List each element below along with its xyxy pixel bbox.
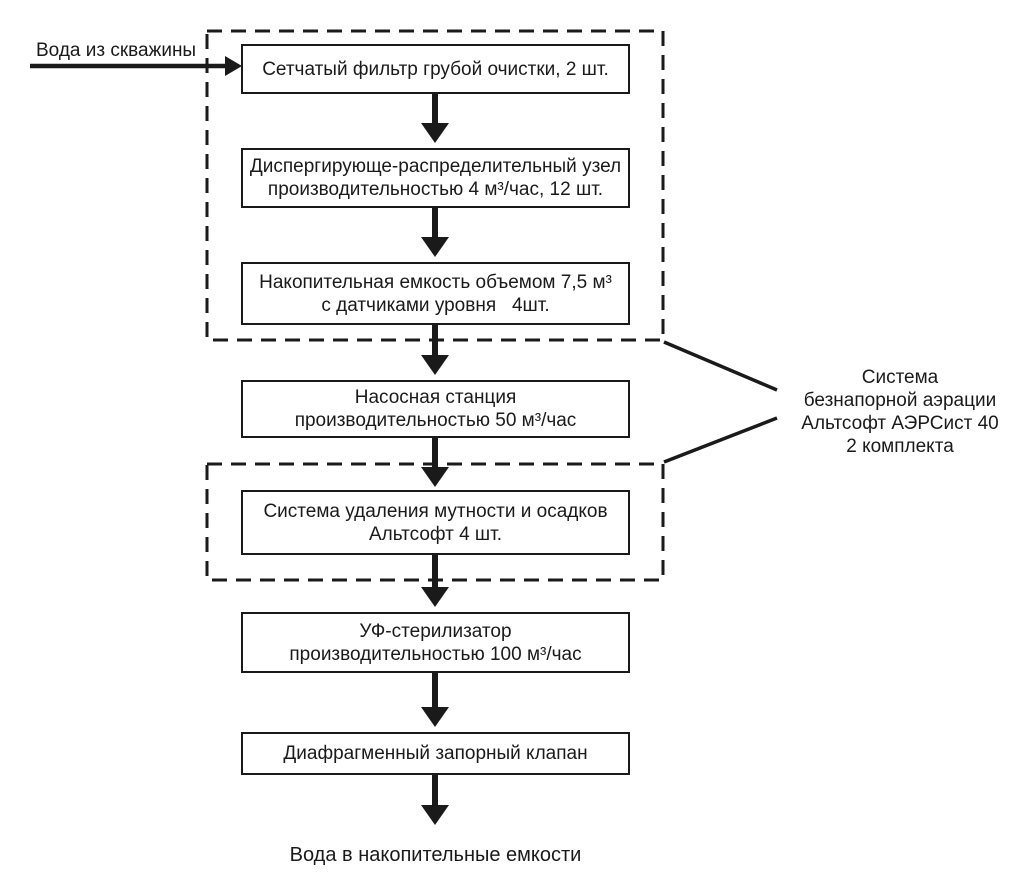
- arrow-head: [421, 467, 449, 487]
- process-box-uv-sterilizer: УФ-стерилизатор производительностью 100 …: [241, 612, 630, 673]
- box-text-line: Диафрагменный запорный клапан: [283, 743, 588, 764]
- flow-arrow-2: [421, 206, 449, 257]
- flow-arrow-6: [421, 671, 449, 727]
- side-label-line: безнапорной аэрации: [803, 390, 997, 411]
- aeration-system-label: Система безнапорной аэрации Альтсофт АЭР…: [780, 366, 1020, 458]
- box-text-line: Система удаления мутности и осадков: [263, 500, 608, 522]
- arrow-head: [421, 587, 449, 607]
- process-box-diaphragm-valve: Диафрагменный запорный клапан: [241, 732, 630, 775]
- box-text-line: УФ-стерилизатор: [359, 620, 512, 642]
- box-text-line: производительностью 4 м³/час, 12 шт.: [267, 179, 604, 200]
- output-water-label: Вода в накопительные емкости: [289, 844, 582, 866]
- side-label-line: Система: [861, 367, 939, 388]
- box-text-line: Накопительная емкость объемом 7,5 м³: [259, 271, 612, 293]
- box-text-line: с датчиками уровня 4шт.: [321, 294, 550, 316]
- side-label-connector-bottom: [663, 416, 778, 464]
- arrow-head: [421, 707, 449, 727]
- side-label-connector-top: [663, 340, 778, 392]
- arrow-head: [421, 237, 449, 257]
- input-flow-arrow: [30, 56, 242, 76]
- flow-arrow-4: [421, 436, 449, 487]
- arrow-head: [421, 123, 449, 143]
- side-label-line: 2 комплекта: [846, 436, 954, 457]
- input-water-label: Вода из скважины: [36, 40, 197, 61]
- box-text-line: Насосная станция: [354, 387, 517, 408]
- box-text-line: производительностью 100 м³/час: [289, 643, 582, 665]
- flow-arrow-1: [421, 92, 449, 143]
- box-text-line: Сетчатый фильтр грубой очистки, 2 шт.: [262, 58, 609, 80]
- process-box-storage-tank: Накопительная емкость объемом 7,5 м³ с д…: [241, 262, 630, 325]
- flow-arrow-5: [421, 553, 449, 607]
- arrow-head: [421, 805, 449, 825]
- flow-arrow-7: [421, 773, 449, 825]
- box-text-line: Альтсофт 4 шт.: [368, 523, 503, 545]
- arrow-head: [225, 56, 242, 76]
- process-box-dispersing-unit: Диспергирующе-распределительный узел про…: [241, 148, 630, 208]
- box-text-line: производительностью 50 м³/час: [294, 410, 577, 431]
- process-box-turbidity-removal: Система удаления мутности и осадков Альт…: [241, 490, 630, 555]
- box-text-line: Диспергирующе-распределительный узел: [249, 156, 622, 177]
- flow-arrow-3: [421, 323, 449, 375]
- side-label-line: Альтсофт АЭРСист 40: [801, 413, 999, 434]
- process-box-pump-station: Насосная станция производительностью 50 …: [241, 380, 630, 438]
- arrow-head: [421, 355, 449, 375]
- process-box-screen-filter: Сетчатый фильтр грубой очистки, 2 шт.: [241, 44, 630, 94]
